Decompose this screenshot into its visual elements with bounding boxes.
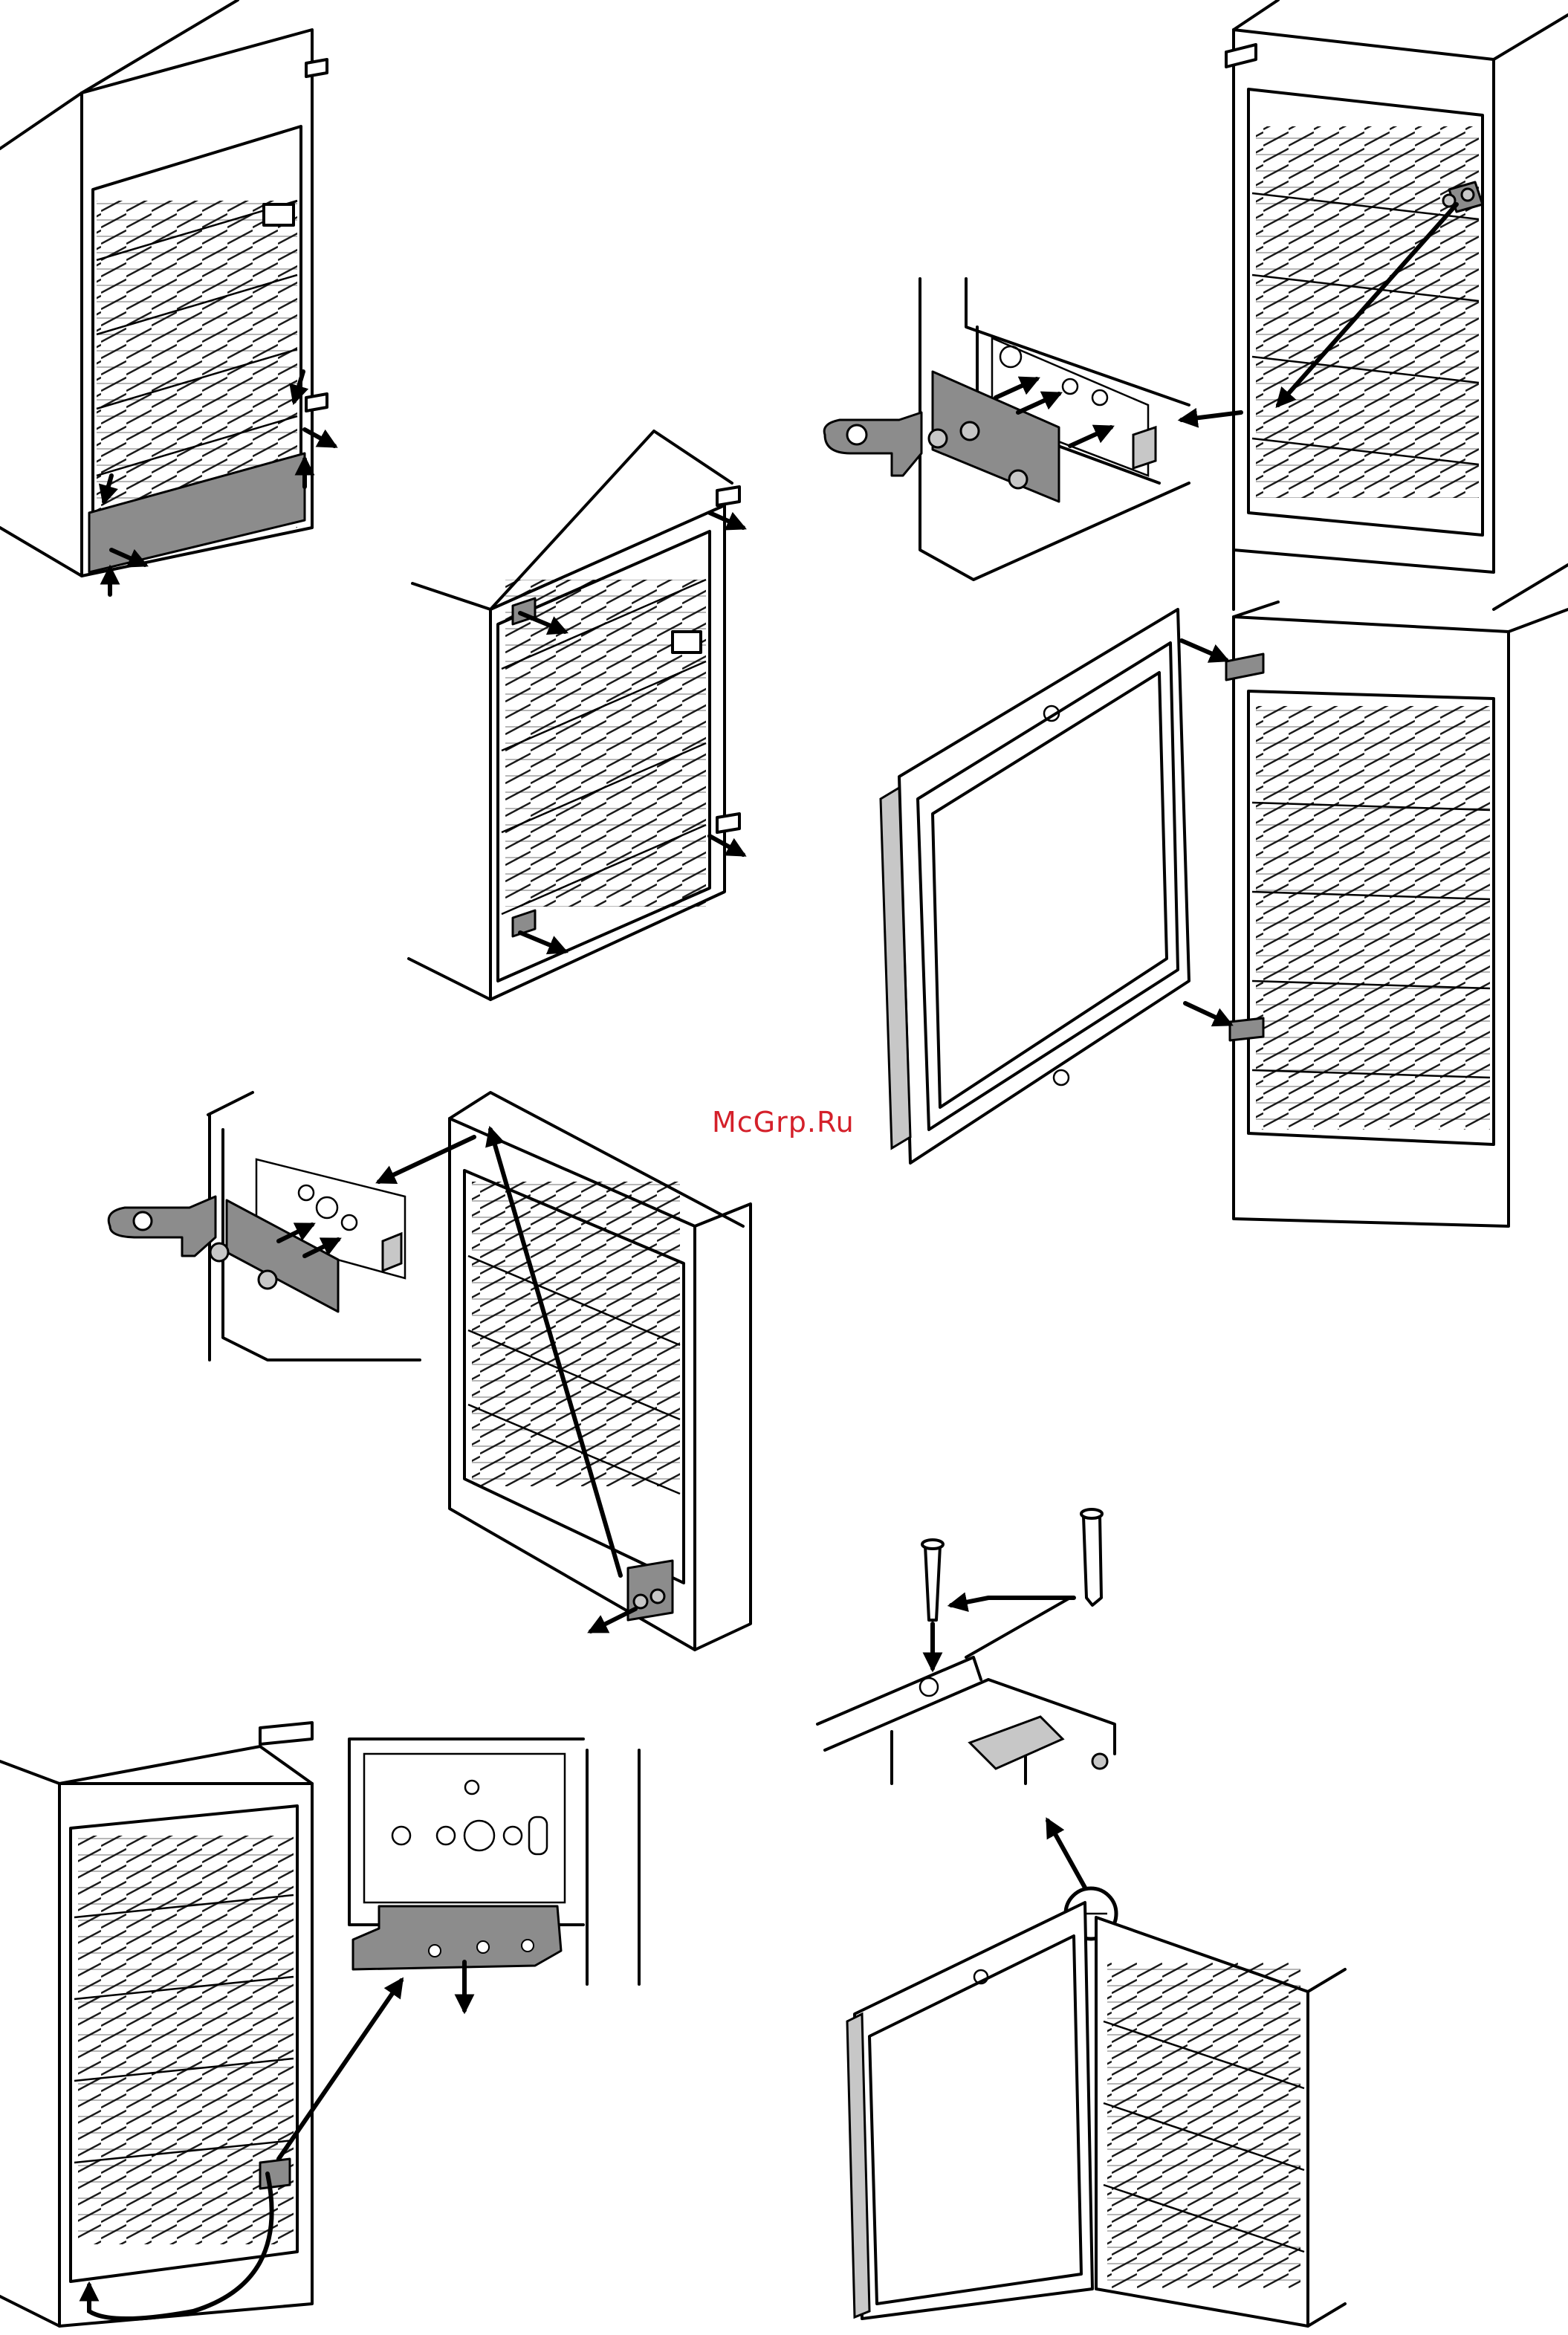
- hinge-arm: [108, 1196, 216, 1256]
- hinge-bracket: [353, 1906, 561, 1969]
- door: [899, 609, 1189, 1163]
- hinge-pin: [925, 1546, 940, 1620]
- hinge-arm: [824, 412, 921, 476]
- step-remove-base-panel: [0, 0, 334, 595]
- control-display: [264, 204, 294, 225]
- hinge-pin-spare: [1083, 1516, 1101, 1605]
- door-open: [855, 1902, 1092, 2319]
- step-remove-top-bottom-hinges: [409, 431, 743, 1000]
- step-insert-hinge-pin: [817, 1509, 1345, 2326]
- wine-racks: [472, 1182, 680, 1486]
- wine-racks: [1256, 706, 1490, 1130]
- step-refit-door-hinges: [881, 602, 1568, 1226]
- hinge-plate: [933, 372, 1059, 502]
- wine-racks: [505, 580, 706, 907]
- wine-racks: [1107, 1962, 1300, 2289]
- step-transfer-lower-hinge-bracket: [108, 1092, 751, 1650]
- step-transfer-upper-hinge-bracket: [824, 0, 1568, 609]
- step-move-bracket-to-opposite-side: [0, 1723, 639, 2326]
